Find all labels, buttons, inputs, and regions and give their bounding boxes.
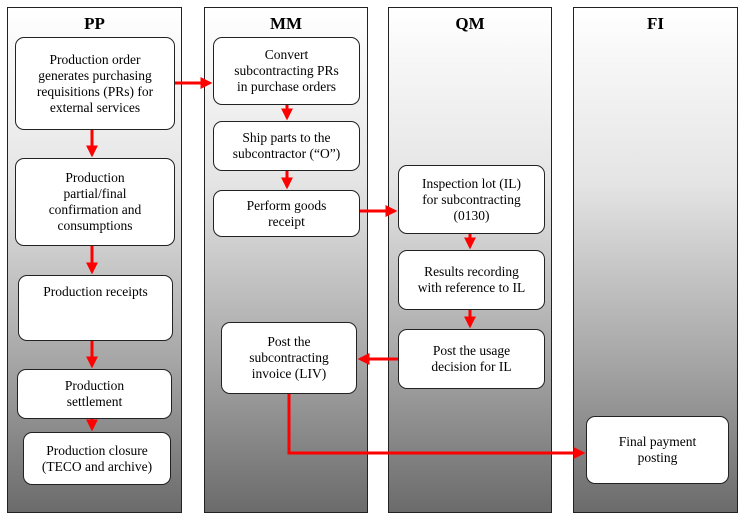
box-inspection-lot: Inspection lot (IL) for subcontracting (… xyxy=(398,165,545,234)
box-post-invoice: Post the subcontracting invoice (LIV) xyxy=(221,322,357,394)
box-convert-prs-label: Convert subcontracting PRs in purchase o… xyxy=(234,47,339,94)
box-production-confirmation-label: Production partial/final confirmation an… xyxy=(48,170,142,233)
box-ship-parts-label: Ship parts to the subcontractor (“O”) xyxy=(232,130,341,161)
box-production-order: Production order generates purchasing re… xyxy=(15,37,175,130)
box-inspection-lot-label: Inspection lot (IL) for subcontracting (… xyxy=(422,175,521,223)
box-ship-parts: Ship parts to the subcontractor (“O”) xyxy=(213,121,360,171)
box-production-confirmation: Production partial/final confirmation an… xyxy=(15,158,175,246)
box-production-settlement: Production settlement xyxy=(17,369,172,419)
box-usage-decision: Post the usage decision for IL xyxy=(398,329,545,389)
box-production-receipts: Production receipts xyxy=(18,275,173,341)
box-goods-receipt: Perform goods receipt xyxy=(213,190,360,237)
box-production-closure-label: Production closure (TECO and archive) xyxy=(41,442,153,474)
box-goods-receipt-label: Perform goods receipt xyxy=(246,197,327,229)
box-production-receipts-label: Production receipts xyxy=(43,284,148,299)
box-production-closure: Production closure (TECO and archive) xyxy=(23,432,171,485)
lane-title-mm: MM xyxy=(269,14,303,33)
box-post-invoice-label: Post the subcontracting invoice (LIV) xyxy=(249,334,329,381)
box-production-order-label: Production order generates purchasing re… xyxy=(36,51,154,115)
lane-title-pp: PP xyxy=(84,14,105,33)
box-final-payment-label: Final payment posting xyxy=(618,434,697,465)
lane-title-qm: QM xyxy=(455,14,485,33)
box-convert-prs: Convert subcontracting PRs in purchase o… xyxy=(213,37,360,105)
lane-title-fi: FI xyxy=(647,14,664,33)
box-final-payment: Final payment posting xyxy=(586,416,729,484)
box-results-recording: Results recording with reference to IL xyxy=(398,250,545,310)
box-usage-decision-label: Post the usage decision for IL xyxy=(431,343,512,374)
box-results-recording-label: Results recording with reference to IL xyxy=(417,264,526,295)
box-production-settlement-label: Production settlement xyxy=(64,378,125,409)
